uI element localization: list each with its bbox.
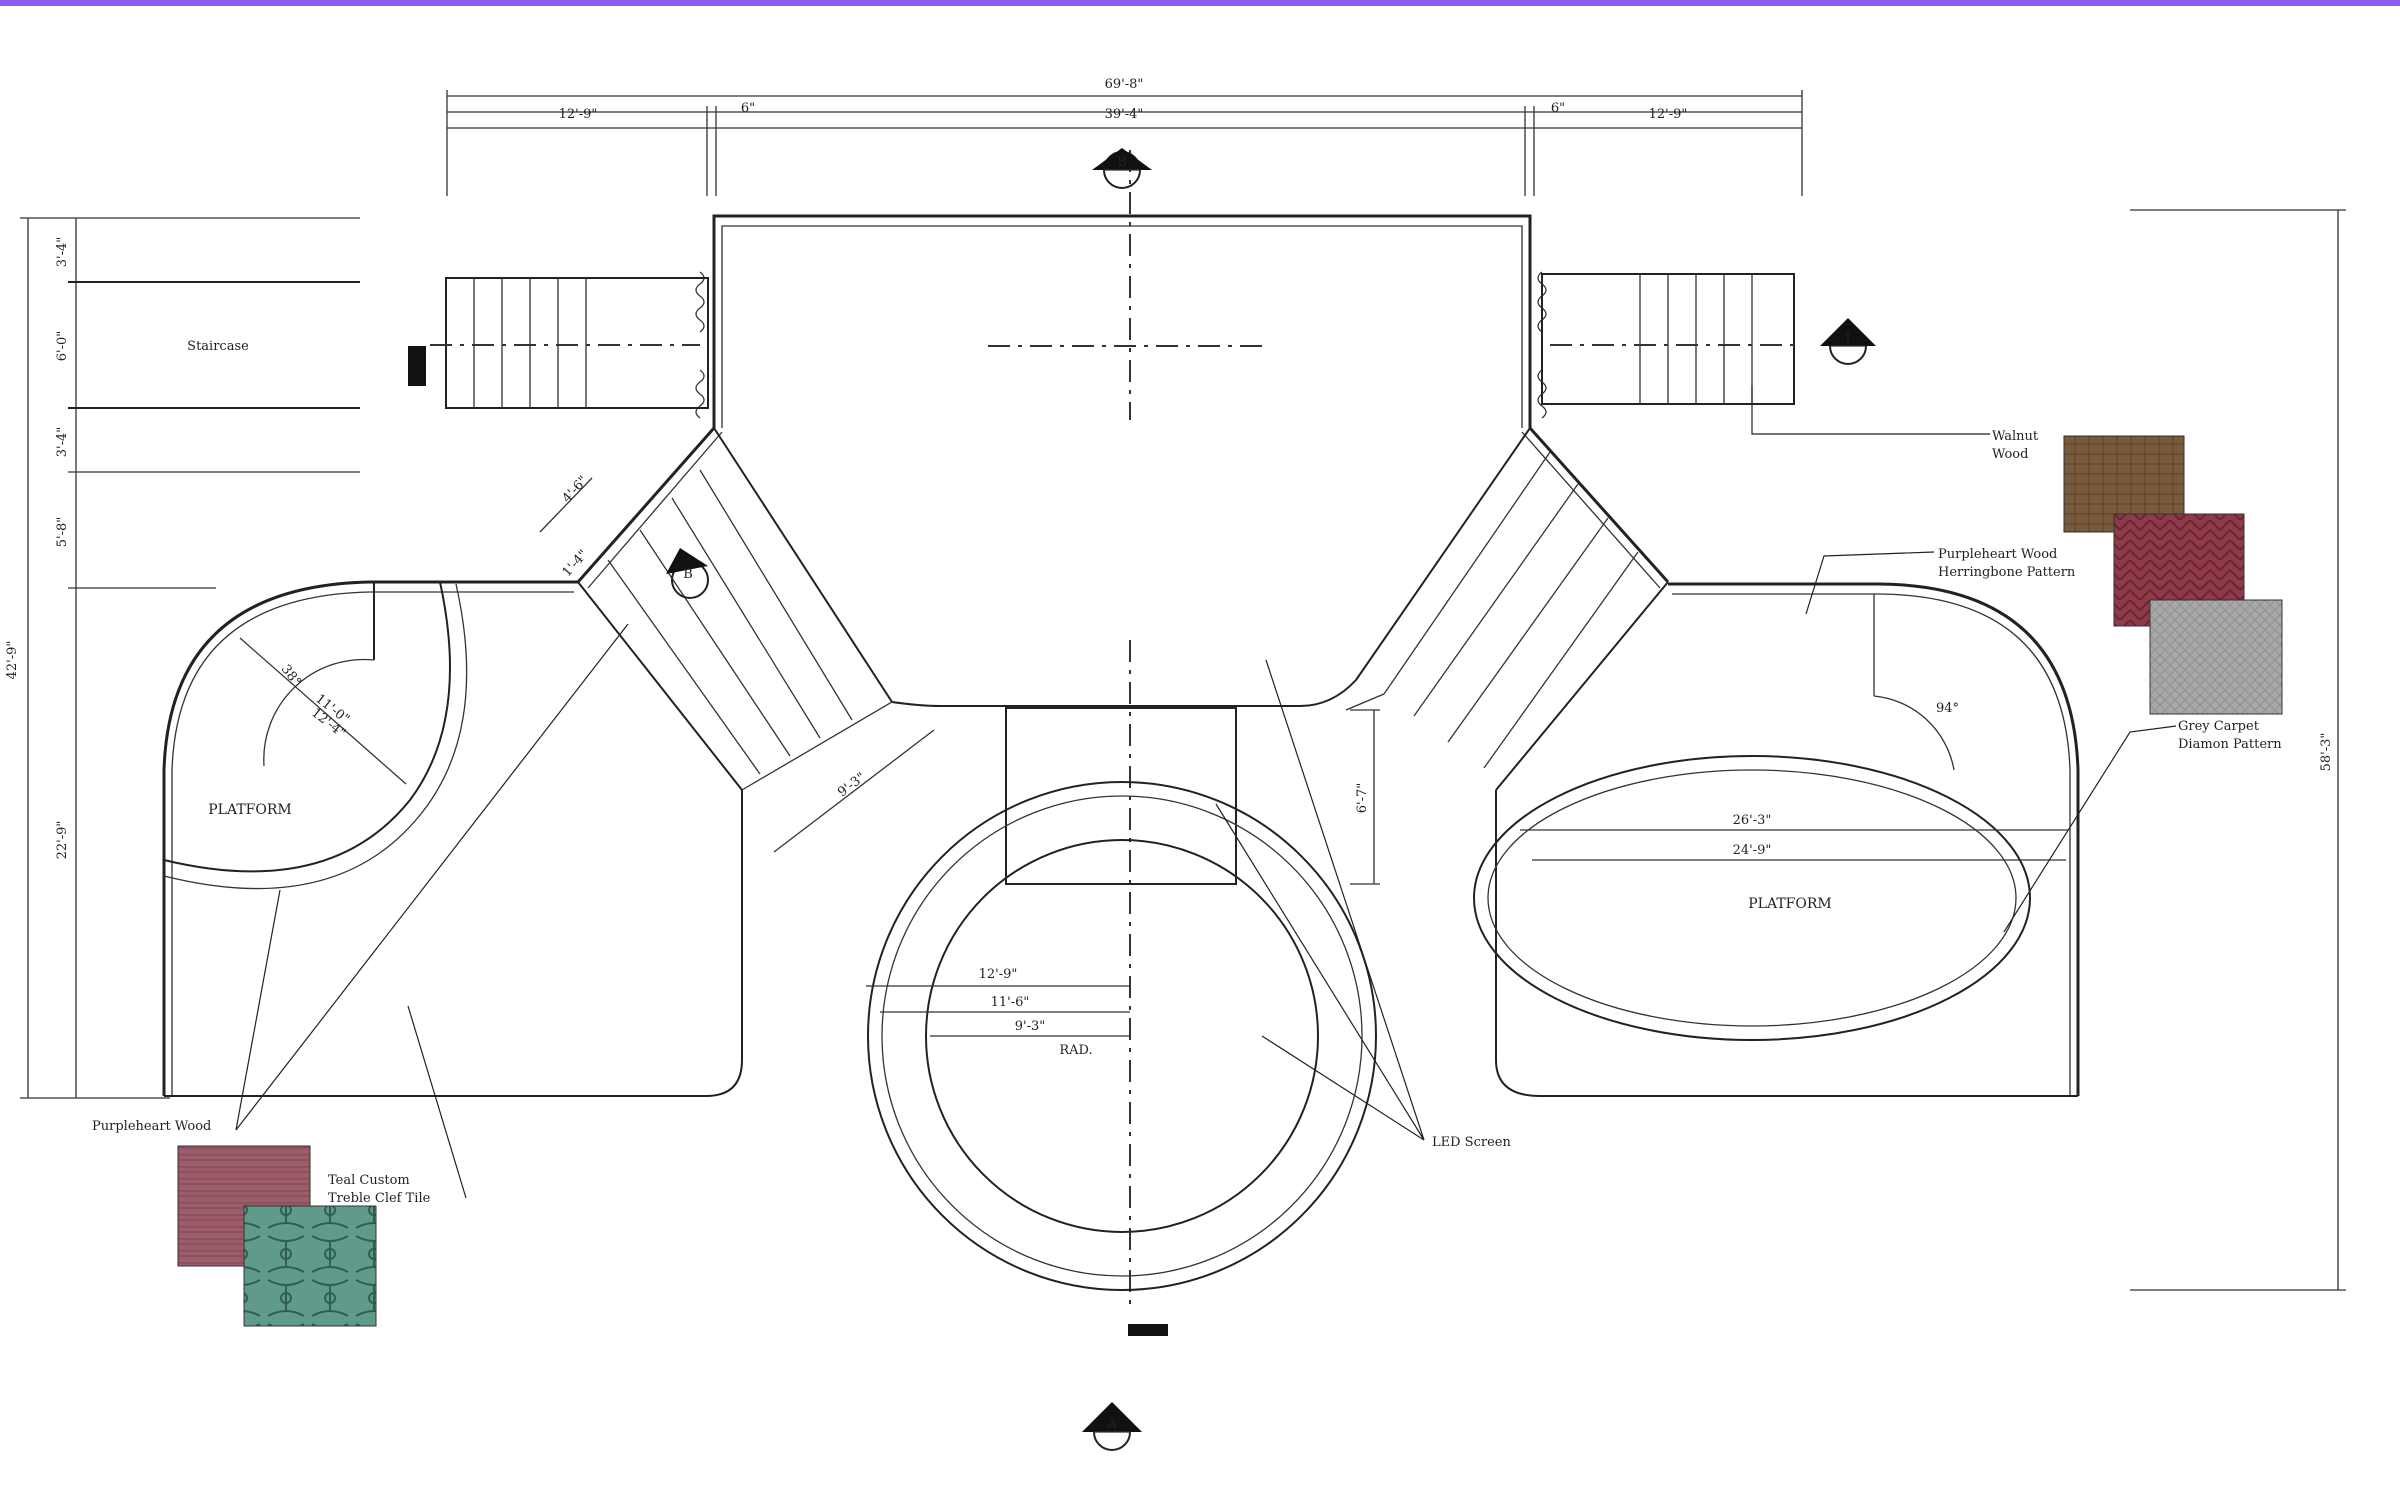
right-platform-area: 26'-3" 24'-9" PLATFORM 94° — [1473, 582, 2080, 1097]
grey-carpet-swatch — [2149, 599, 2283, 715]
arc-angle-right-dim: 94° — [1936, 701, 1959, 716]
section-marker-right: 1 — [1820, 318, 1876, 365]
left-seg-1-dim: 3'-4" — [55, 237, 70, 268]
purpleheart-wood-label: Purpleheart Wood — [92, 1119, 211, 1134]
section-marker-ramp-label: B — [683, 567, 693, 582]
overall-width-dim: 69'-8" — [1105, 77, 1144, 92]
radius-1-dim: 12'-9" — [979, 967, 1018, 982]
arc-angle-left-dim: 38° — [278, 662, 304, 689]
ramp-length-dim: 9'-3" — [835, 770, 868, 800]
callout-herringbone: Purpleheart Wood Herringbone Pattern — [1805, 547, 2076, 615]
right-gap-dim: 6" — [1551, 101, 1565, 116]
left-gap-dim: 6" — [741, 101, 755, 116]
callout-purpleheart: Purpleheart Wood — [92, 623, 629, 1134]
ellipse-outer-dim: 26'-3" — [1733, 813, 1772, 828]
right-wing-dim: 12'-9" — [1649, 107, 1688, 122]
teal-tile-swatch — [243, 1205, 377, 1327]
ramp-sub-dim: 1'-4" — [560, 547, 592, 580]
central-stage — [695, 150, 1547, 1310]
left-total-dim: 42'-9" — [5, 641, 20, 680]
left-platform-area: 11'-0" 12'-4" 38° PLATFORM — [162, 580, 743, 1097]
left-staircase — [408, 277, 709, 409]
right-total-dim: 58'-3" — [2319, 733, 2334, 772]
left-dimensions: 42'-9" 3'-4" 6'-0" 3'-4" 5'-8" 22'-9" St… — [5, 217, 360, 1099]
left-seg-4-dim: 5'-8" — [55, 517, 70, 548]
left-ramp: 9'-3" 4'-6" 1'-4" — [539, 427, 935, 853]
left-seg-5-dim: 22'-9" — [55, 821, 70, 860]
radius-3-dim: 9'-3" — [1015, 1019, 1046, 1034]
platform-right-label: PLATFORM — [1748, 896, 1831, 912]
right-staircase — [1541, 273, 1800, 405]
walnut-label-1: Walnut — [1992, 429, 2039, 444]
section-marker-ramp: B — [666, 548, 709, 599]
carpet-label-1: Grey Carpet — [2178, 719, 2260, 734]
herringbone-label-2: Herringbone Pattern — [1938, 565, 2076, 580]
circular-stage: 12'-9" 11'-6" 9'-3" RAD. 6'-7" — [866, 679, 1380, 1336]
walnut-label-2: Wood — [1992, 447, 2028, 462]
teal-tile-label-1: Teal Custom — [328, 1173, 410, 1188]
platform-left-label: PLATFORM — [208, 802, 291, 818]
center-width-dim: 39'-4" — [1105, 107, 1144, 122]
ellipse-inner-dim: 24'-9" — [1733, 843, 1772, 858]
callout-led-screen: LED Screen — [1215, 659, 1511, 1150]
teal-tile-label-2: Treble Clef Tile — [328, 1191, 431, 1206]
rad-label: RAD. — [1059, 1043, 1092, 1058]
top-accent-bar — [0, 0, 2400, 6]
callout-grey-carpet: Grey Carpet Diamon Pattern — [2003, 719, 2282, 933]
section-marker-top: B — [1092, 148, 1152, 189]
ramp-width-dim: 4'-6" — [560, 473, 592, 506]
section-marker-bottom-label: A — [1106, 1417, 1117, 1432]
section-marker-top-label: B — [1117, 155, 1127, 170]
carpet-label-2: Diamon Pattern — [2178, 737, 2282, 752]
callout-walnut: Walnut Wood — [1751, 386, 2039, 462]
stage-depth-dim: 6'-7" — [1355, 783, 1370, 814]
left-seg-3-dim: 3'-4" — [55, 427, 70, 458]
herringbone-label-1: Purpleheart Wood — [1938, 547, 2057, 562]
radius-2-dim: 11'-6" — [991, 995, 1030, 1010]
led-screen-label: LED Screen — [1432, 1135, 1511, 1150]
left-seg-2-dim: 6'-0" — [55, 331, 70, 362]
section-marker-right-label: 1 — [1844, 331, 1852, 346]
right-dimensions: 58'-3" — [2130, 209, 2346, 1291]
section-marker-bottom: A — [1082, 1402, 1142, 1451]
staircase-label: Staircase — [187, 339, 249, 354]
top-dimensions: 69'-8" 12'-9" 39'-4" 12'-9" 6" 6" — [446, 77, 1803, 196]
callout-teal-tile: Teal Custom Treble Clef Tile — [328, 1005, 467, 1206]
left-wing-dim: 12'-9" — [559, 107, 598, 122]
right-ramp — [1345, 426, 1670, 791]
